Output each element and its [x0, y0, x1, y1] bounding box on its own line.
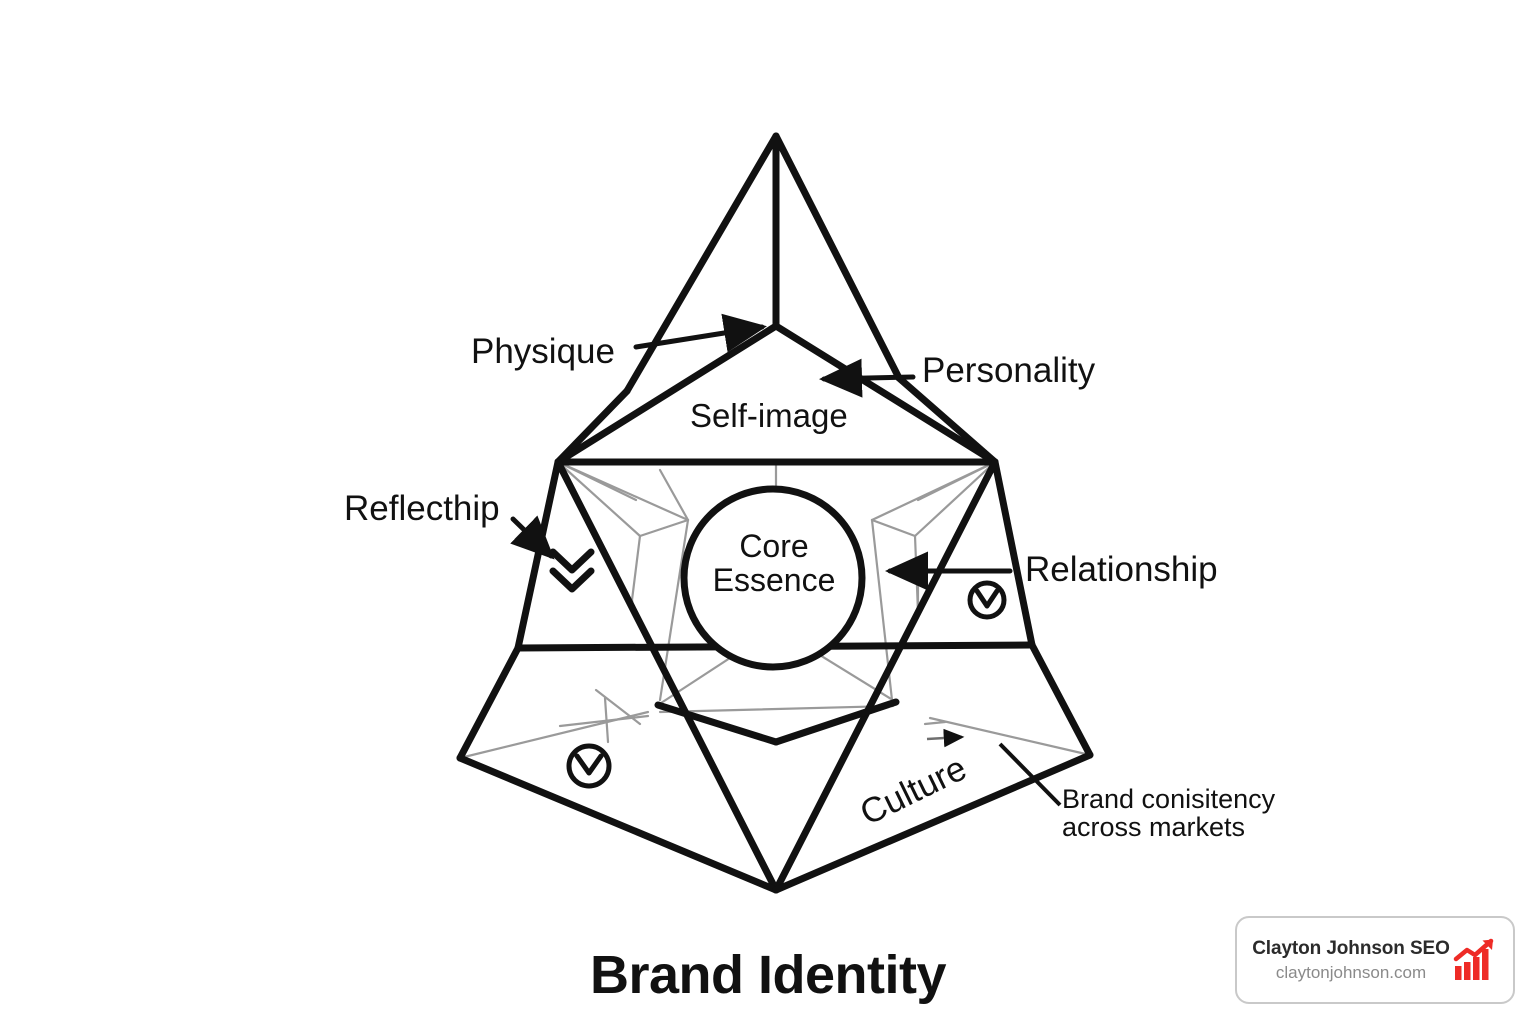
callout-reflecthip: Reflecthip — [344, 489, 500, 528]
double-chevron-down-icon — [549, 548, 595, 593]
personality-leader — [819, 358, 916, 398]
callout-leaders — [510, 313, 1013, 591]
watermark-title: Clayton Johnson SEO — [1252, 937, 1450, 959]
physique-leader — [633, 313, 767, 353]
page-title: Brand Identity — [589, 945, 947, 1005]
core-essence-circle — [680, 485, 866, 671]
clock-circle-bottom-icon — [566, 743, 612, 789]
brand-consistency-line1: Brand conisitency — [1062, 784, 1276, 814]
callout-brand-consistency: Brand conisitency across markets — [1062, 785, 1275, 842]
core-essence-line2: Essence — [712, 561, 836, 598]
growth-chart-icon — [1453, 938, 1494, 980]
core-essence-label: Core Essence — [690, 528, 858, 598]
callout-personality: Personality — [922, 351, 1096, 390]
watermark-text: Clayton Johnson SEO claytonjohnson.com — [1251, 938, 1451, 983]
facet-label-self-image: Self-image — [690, 397, 848, 434]
callout-physique: Physique — [471, 332, 615, 371]
watermark-url[interactable]: claytonjohnson.com — [1275, 962, 1427, 982]
culture-small-arrow — [926, 728, 965, 748]
brand-consistency-line2: across markets — [1062, 812, 1246, 843]
watermark-badge[interactable]: Clayton Johnson SEO claytonjohnson.com — [1235, 916, 1515, 1004]
reflecthip-leader — [510, 515, 555, 560]
callout-relationship: Relationship — [1025, 550, 1218, 589]
clock-circle-right-icon — [967, 580, 1007, 620]
brand-consistency-leader — [998, 742, 1062, 807]
core-essence-line1: Core — [739, 528, 809, 564]
